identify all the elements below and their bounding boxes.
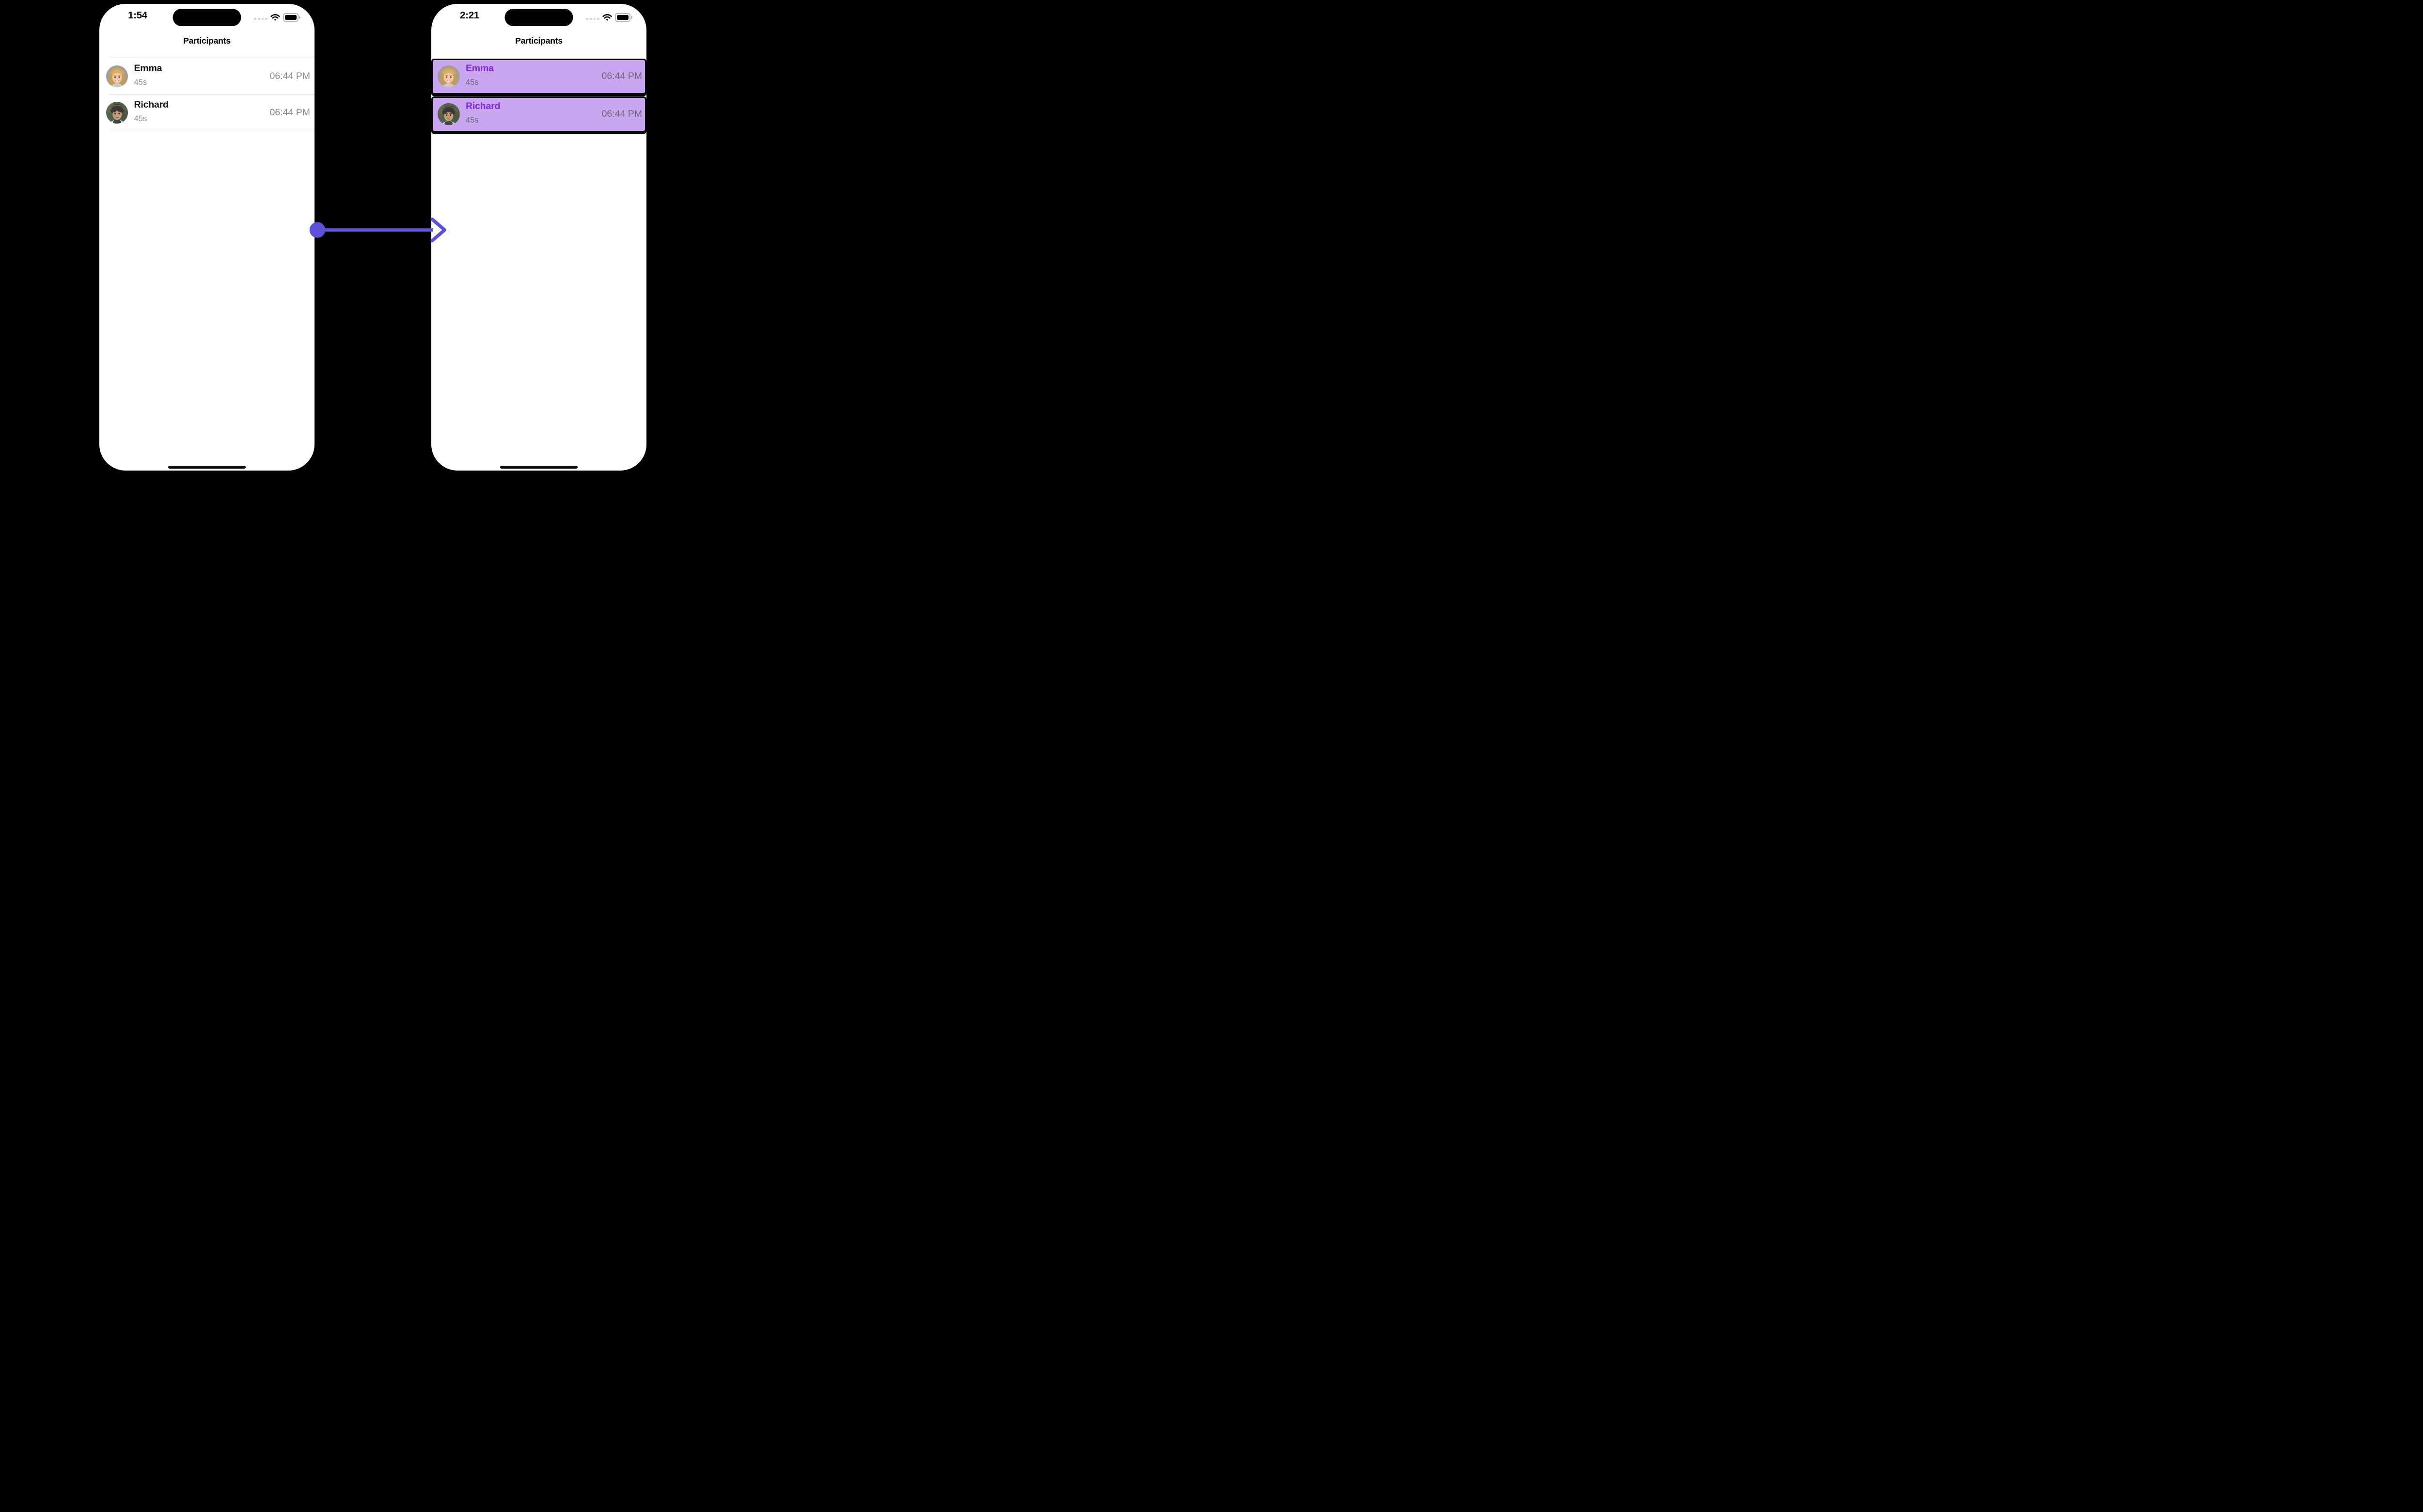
participant-name: Emma (466, 63, 494, 74)
status-time: 2:21 (460, 10, 479, 21)
wifi-icon (602, 14, 612, 21)
arrow-right-icon (305, 213, 451, 247)
page-title: Participants (183, 36, 231, 46)
avatar-richard (438, 103, 460, 125)
avatar-emma (106, 65, 128, 87)
status-time: 1:54 (128, 10, 147, 21)
participant-name: Emma (134, 63, 162, 74)
participant-duration: 45s (134, 78, 147, 87)
participant-time: 06:44 PM (269, 70, 310, 81)
page-title: Participants (515, 36, 563, 46)
home-indicator[interactable] (168, 466, 246, 469)
participant-name: Richard (134, 99, 169, 110)
avatar-richard (106, 101, 128, 124)
participant-name: Richard (466, 100, 501, 111)
status-icons (254, 12, 300, 23)
participant-row-emma[interactable]: Emma 45s 06:44 PM (99, 58, 315, 94)
dynamic-island (173, 8, 241, 26)
participant-duration: 45s (466, 115, 479, 125)
participant-duration: 45s (134, 114, 147, 123)
dynamic-island (504, 8, 573, 26)
phone-frame-after: 2:21 Participants (431, 4, 646, 471)
participant-row-emma-selected[interactable]: Emma 45s 06:44 PM (431, 58, 646, 94)
avatar-emma (438, 65, 460, 87)
phone-frame-before: 1:54 Participants (99, 4, 315, 471)
participant-row-richard-selected[interactable]: Richard 45s 06:44 PM (431, 96, 646, 132)
participant-time: 06:44 PM (601, 70, 642, 81)
participant-row-richard[interactable]: Richard 45s 06:44 PM (99, 94, 315, 131)
status-icons (586, 12, 632, 23)
battery-icon (283, 13, 300, 22)
participant-time: 06:44 PM (269, 107, 310, 118)
cellular-dots-icon (586, 15, 599, 20)
participant-duration: 45s (466, 78, 479, 87)
cellular-dots-icon (254, 15, 267, 20)
battery-icon (615, 13, 632, 22)
wifi-icon (270, 14, 280, 21)
home-indicator[interactable] (500, 466, 578, 469)
participant-time: 06:44 PM (601, 108, 642, 119)
